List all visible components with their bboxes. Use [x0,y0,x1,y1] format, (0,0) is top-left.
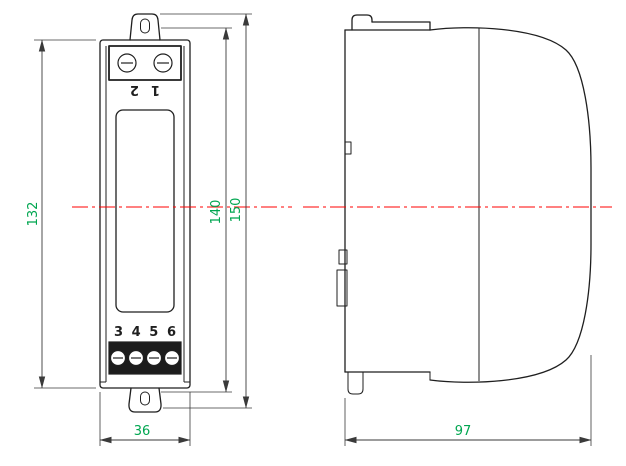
dimension-mid-height: 140 [161,27,232,393]
top-terminal-label: 1 2 [130,82,160,97]
dimension-overall-height: 150 [160,13,252,409]
dim-text-width: 36 [134,424,151,439]
top-tab-slot [140,18,150,34]
dim-text-mid-height: 140 [209,200,224,225]
top-mounting-tab [129,13,161,41]
bottom-tab-slot [140,391,150,406]
dimension-width: 36 [99,392,191,446]
din-clip-slider [336,269,348,307]
din-rail-notch [345,141,352,155]
din-clip-tooth [338,249,348,265]
dimension-body-height: 132 [26,39,96,389]
top-terminal-block [108,45,182,81]
front-body-outline [99,39,191,389]
side-top-ledge [371,21,431,31]
din-clip-bottom-hook [347,372,364,395]
side-mounting-tab [351,14,373,31]
side-cover-outline [429,27,592,383]
display-window [115,109,175,313]
dimension-depth: 97 [344,355,592,446]
dim-text-depth: 97 [455,424,472,439]
dim-text-body-height: 132 [26,202,41,227]
side-view [336,14,592,395]
bottom-terminal-label: 3 4 5 6 [114,325,176,340]
front-view: 1 2 3 4 5 6 [99,13,191,413]
bottom-mounting-tab [128,387,162,413]
dim-text-overall-height: 150 [229,198,244,223]
